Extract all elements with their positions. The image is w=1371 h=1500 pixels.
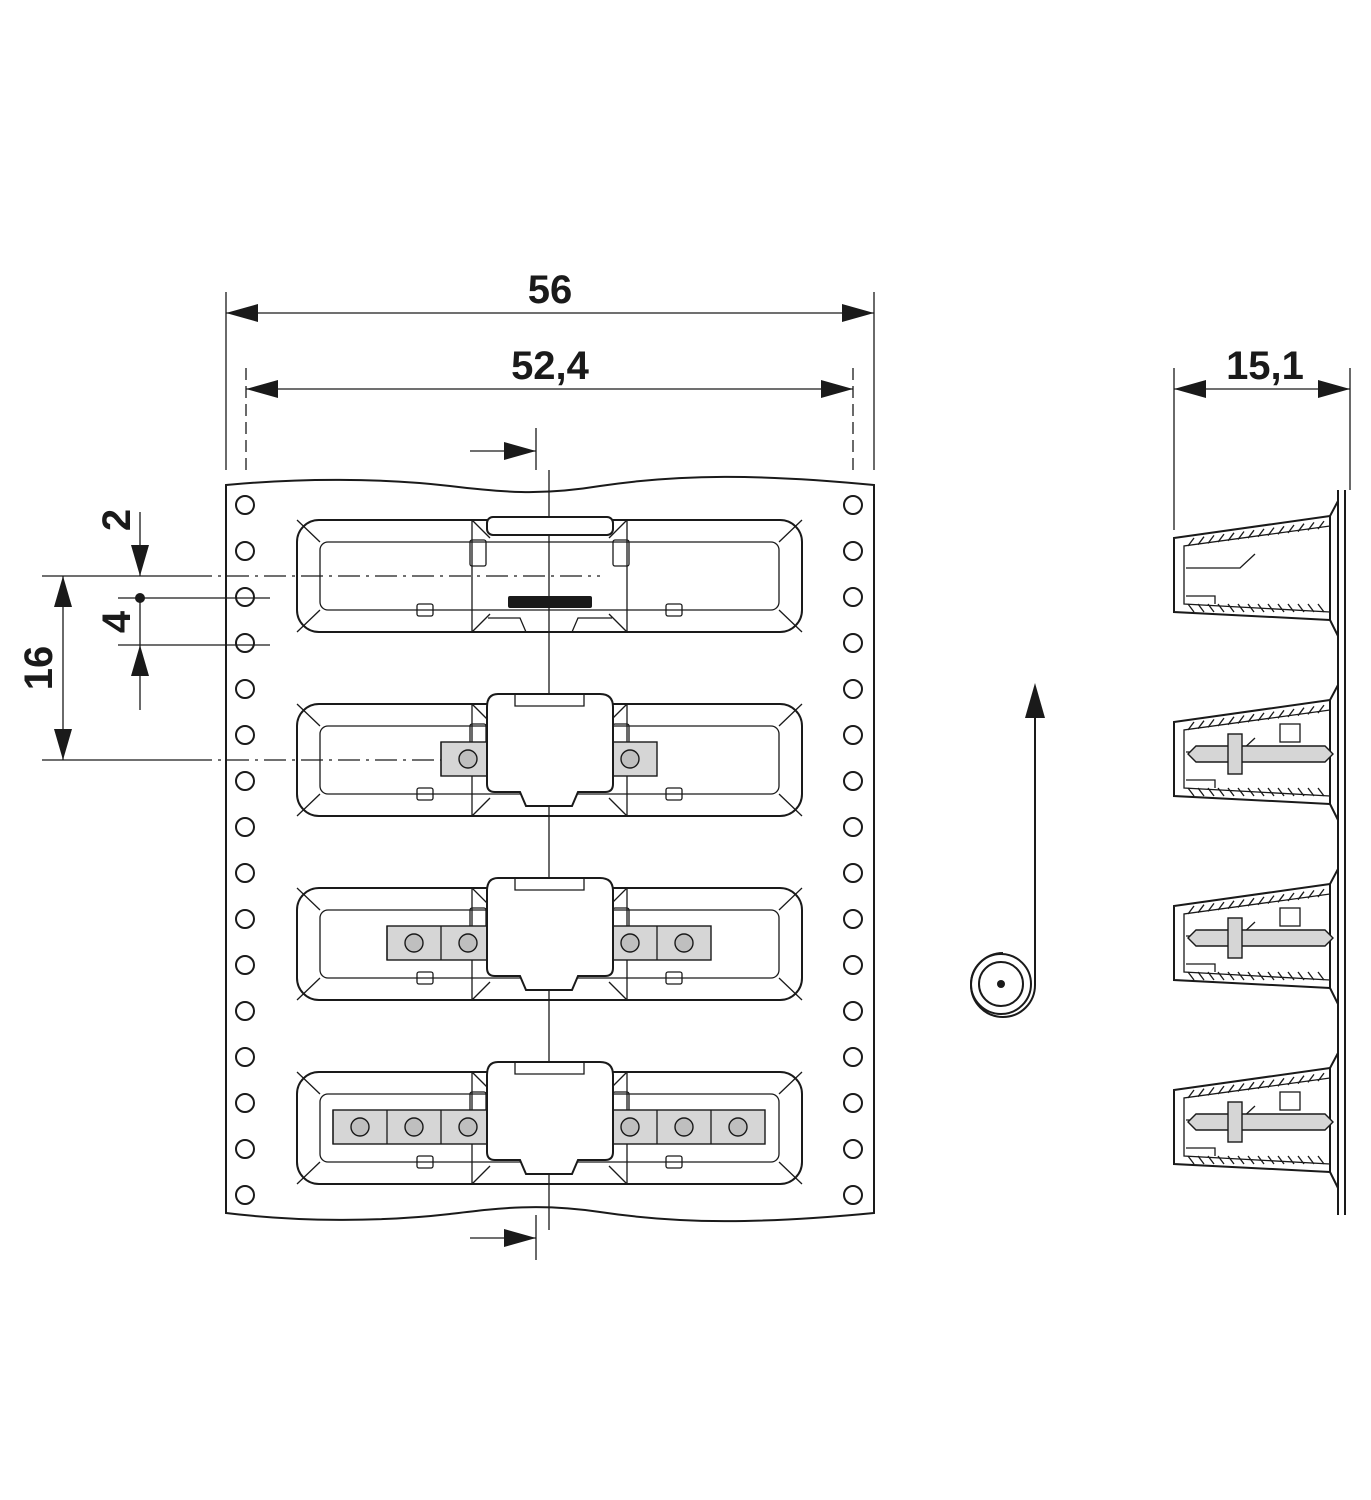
sprocket-hole (843, 1001, 863, 1021)
pockets (296, 516, 803, 1185)
sprocket-hole (843, 587, 863, 607)
pin (350, 1117, 370, 1137)
pin (674, 1117, 694, 1137)
side-pocket (1173, 1052, 1339, 1189)
pocket (296, 516, 803, 633)
sprocket-holes-left (235, 495, 255, 1205)
sprocket-hole (235, 955, 255, 975)
dimension-pocket-pitch: 16 (17, 575, 190, 761)
dimension-total-width: 56 (225, 268, 875, 470)
sprocket-holes-right (843, 495, 863, 1205)
sprocket-hole (843, 863, 863, 883)
pocket (296, 877, 803, 1001)
sprocket-hole (235, 679, 255, 699)
component-body (486, 1061, 614, 1175)
sprocket-hole (235, 771, 255, 791)
side-pocket (1173, 684, 1339, 821)
sprocket-hole (235, 817, 255, 837)
component-body (486, 693, 614, 807)
sprocket-hole (843, 1139, 863, 1159)
sprocket-hole (235, 1093, 255, 1113)
dimension-side-depth: 15,1 (1173, 344, 1351, 530)
pin (728, 1117, 748, 1137)
sprocket-hole (843, 679, 863, 699)
dim-hole-offset-label: 2 (95, 509, 139, 531)
side-view (1173, 490, 1346, 1215)
sprocket-hole (235, 1185, 255, 1205)
sprocket-hole (843, 1047, 863, 1067)
sprocket-hole (235, 1139, 255, 1159)
sprocket-hole (843, 541, 863, 561)
pin-side (1187, 745, 1334, 763)
pin (620, 933, 640, 953)
sprocket-hole (843, 817, 863, 837)
sprocket-hole (235, 541, 255, 561)
pin-side (1187, 1113, 1334, 1131)
sprocket-hole (235, 587, 255, 607)
dimension-hole-pitch: 4 (95, 593, 270, 710)
sprocket-hole (235, 1001, 255, 1021)
pin (458, 933, 478, 953)
dim-total-width-label: 56 (528, 268, 573, 312)
dim-inner-width-label: 52,4 (511, 344, 590, 388)
component-body (486, 877, 614, 991)
sprocket-hole (843, 495, 863, 515)
pin (620, 1117, 640, 1137)
dim-hole-pitch-label: 4 (95, 610, 139, 633)
pin (404, 1117, 424, 1137)
sprocket-hole (843, 909, 863, 929)
side-pocket (1173, 500, 1339, 637)
sprocket-hole (843, 725, 863, 745)
side-pocket (1173, 868, 1339, 1005)
sprocket-hole (235, 725, 255, 745)
center-offset-marker-bottom (470, 1215, 537, 1260)
sprocket-hole (843, 1185, 863, 1205)
sprocket-hole (235, 909, 255, 929)
sprocket-hole (235, 495, 255, 515)
carrier-tape (225, 470, 875, 1230)
dimension-inner-width: 52,4 (245, 344, 854, 470)
pin (620, 749, 640, 769)
sprocket-hole (235, 1047, 255, 1067)
sprocket-hole (235, 863, 255, 883)
dim-side-depth-label: 15,1 (1226, 344, 1304, 388)
pin (458, 749, 478, 769)
pin (674, 933, 694, 953)
pin (458, 1117, 478, 1137)
pin-side (1187, 929, 1334, 947)
center-offset-marker-top (470, 428, 537, 470)
dim-pocket-pitch-label: 16 (17, 646, 61, 691)
sprocket-hole (235, 633, 255, 653)
sprocket-hole (843, 633, 863, 653)
sprocket-hole (843, 1093, 863, 1113)
pocket (296, 693, 803, 817)
pin (404, 933, 424, 953)
pocket (296, 1061, 803, 1185)
sprocket-hole (843, 771, 863, 791)
dimension-hole-offset: 2 (95, 509, 149, 576)
reel-icon (970, 952, 1036, 1018)
arrow-up-icon (1025, 683, 1045, 985)
sprocket-hole (843, 955, 863, 975)
